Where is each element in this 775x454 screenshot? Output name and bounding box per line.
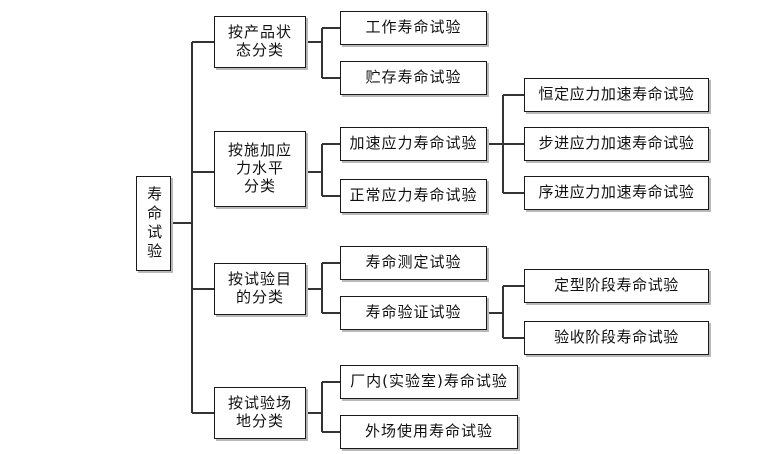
node-sub-label: 步进应力加速寿命试验 <box>538 134 695 153</box>
node-life-verification-test[interactable]: 寿命验证试验 <box>340 296 487 330</box>
node-category-stress-level[interactable]: 按施加应 力水平 分类 <box>214 131 306 207</box>
node-leaf-label: 正常应力寿命试验 <box>349 186 478 205</box>
node-progressive-stress-accelerated-life-test[interactable]: 序进应力加速寿命试验 <box>524 176 709 210</box>
node-root-life-test[interactable]: 寿命试验 <box>136 176 171 271</box>
node-leaf-label: 外场使用寿命试验 <box>364 422 493 441</box>
node-category-label: 按试验目 的分类 <box>227 270 292 306</box>
node-sub-label: 恒定应力加速寿命试验 <box>538 85 695 104</box>
node-in-plant-laboratory-life-test[interactable]: 厂内(实验室)寿命试验 <box>340 365 518 399</box>
node-working-life-test[interactable]: 工作寿命试验 <box>340 11 487 45</box>
node-category-product-state[interactable]: 按产品状 态分类 <box>214 16 306 68</box>
node-leaf-label: 加速应力寿命试验 <box>349 134 478 153</box>
node-sub-label: 定型阶段寿命试验 <box>554 276 679 295</box>
node-category-test-purpose[interactable]: 按试验目 的分类 <box>214 263 306 315</box>
node-leaf-label: 贮存寿命试验 <box>365 68 462 87</box>
node-sub-label: 验收阶段寿命试验 <box>554 328 679 347</box>
node-leaf-label: 寿命验证试验 <box>365 303 462 322</box>
node-accelerated-stress-life-test[interactable]: 加速应力寿命试验 <box>340 127 487 161</box>
node-category-test-site[interactable]: 按试验场 地分类 <box>214 387 306 439</box>
node-root-label: 寿命试验 <box>145 185 164 262</box>
node-leaf-label: 工作寿命试验 <box>365 18 462 37</box>
node-acceptance-stage-life-test[interactable]: 验收阶段寿命试验 <box>524 321 709 355</box>
node-normal-stress-life-test[interactable]: 正常应力寿命试验 <box>340 179 487 213</box>
node-storage-life-test[interactable]: 贮存寿命试验 <box>340 61 487 95</box>
node-constant-stress-accelerated-life-test[interactable]: 恒定应力加速寿命试验 <box>524 78 709 112</box>
node-leaf-label: 厂内(实验室)寿命试验 <box>350 372 508 391</box>
node-category-label: 按试验场 地分类 <box>227 394 292 430</box>
node-category-label: 按产品状 态分类 <box>227 23 292 59</box>
node-sub-label: 序进应力加速寿命试验 <box>538 183 695 202</box>
node-life-measurement-test[interactable]: 寿命测定试验 <box>340 246 487 280</box>
node-field-use-life-test[interactable]: 外场使用寿命试验 <box>340 415 518 449</box>
node-leaf-label: 寿命测定试验 <box>365 253 462 272</box>
node-category-label: 按施加应 力水平 分类 <box>227 141 292 195</box>
node-step-stress-accelerated-life-test[interactable]: 步进应力加速寿命试验 <box>524 127 709 161</box>
node-finalization-stage-life-test[interactable]: 定型阶段寿命试验 <box>524 269 709 303</box>
